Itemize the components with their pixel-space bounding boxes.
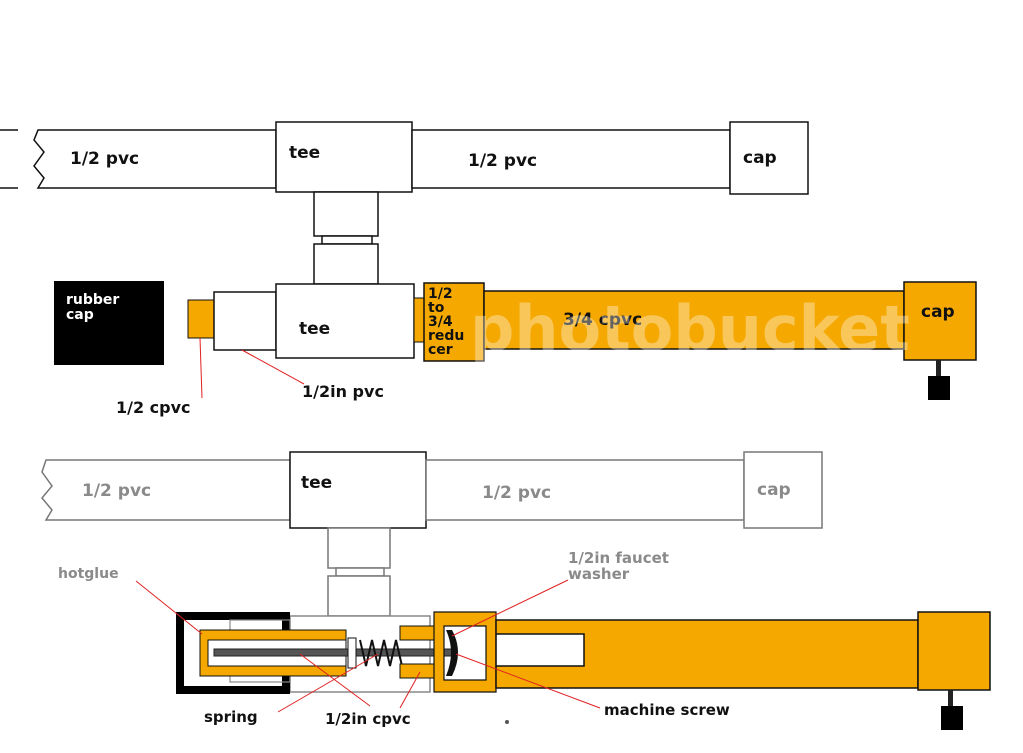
faucet-washer — [446, 630, 458, 676]
spring-seat — [347, 637, 357, 669]
end-cap-lower — [743, 451, 823, 529]
reducer-label: 1/2 to 3/4 redu cer — [428, 286, 469, 358]
tee-branch-lower — [313, 243, 379, 285]
short-cpvc — [413, 297, 425, 343]
screw-head-bottom — [941, 706, 963, 730]
cpvc-end-cap-bottom — [917, 611, 991, 691]
left-pipe-label: 1/2 pvc — [70, 149, 139, 169]
tee-fitting — [275, 121, 413, 193]
cpvc-pipe-label: 3/4 cpvc — [563, 310, 642, 330]
half-in-pvc-callout: 1/2in pvc — [302, 382, 384, 401]
leader-half-cpvc — [199, 337, 203, 399]
half-in-pvc-coupling — [213, 291, 277, 351]
left-pvc-pipe-lower — [41, 459, 291, 521]
rubber-cap-swatch — [54, 281, 164, 365]
rubber-cap-label: rubber cap — [66, 292, 124, 323]
tee-lower-label: tee — [299, 319, 330, 339]
bottom-upper-row: 1/2 pvc tee 1/2 pvc cap — [41, 451, 823, 569]
half-in-cpvc-callout: 1/2in cpvc — [325, 710, 411, 728]
cap-lower-label: cap — [757, 480, 791, 500]
right-pvc-pipe-lower — [425, 459, 745, 521]
short-pipe-connector-bottom — [335, 567, 385, 577]
washer-callout: 1/2in faucet washer — [568, 549, 674, 583]
tee-branch — [313, 191, 379, 237]
stray-dot — [505, 720, 509, 724]
half-in-cpvc-lower — [399, 663, 439, 679]
tee-branch-cutaway — [327, 575, 391, 617]
machine-screw-callout: machine screw — [604, 701, 730, 719]
screw-shank — [936, 360, 941, 376]
cpvc-end-cap — [903, 281, 977, 361]
short-pipe-connector — [321, 235, 373, 245]
reducer-section — [433, 611, 497, 693]
bottom-leaders — [135, 579, 601, 713]
right-pipe-lower-label: 1/2 pvc — [482, 483, 551, 503]
tee-bottom-label: tee — [301, 473, 332, 493]
reducer-fitting — [423, 282, 485, 362]
three-quarter-cpvc-pipe — [483, 290, 905, 350]
tee-branch-bottom — [327, 527, 391, 569]
spring — [359, 639, 403, 667]
left-pipe-lower-label: 1/2 pvc — [82, 481, 151, 501]
leader-half-in-pvc — [241, 349, 305, 385]
valve-rod — [213, 648, 455, 657]
tee-label: tee — [289, 143, 320, 163]
screw-shank-bottom — [948, 690, 953, 706]
cpvc-cap-label: cap — [921, 302, 955, 322]
screw-head — [928, 376, 950, 400]
tee-fitting-lower — [275, 283, 415, 359]
half-cpvc-callout: 1/2 cpvc — [116, 398, 191, 417]
spring-callout: spring — [204, 708, 258, 726]
half-cpvc-stub — [187, 299, 215, 339]
right-pvc-pipe — [411, 129, 731, 189]
end-cap — [729, 121, 809, 195]
bottom-cutaway — [176, 575, 991, 730]
top-lower-row: rubber cap tee 1/2 to 3/4 redu cer 3/4 c… — [54, 243, 977, 417]
watermark: photobucket — [470, 292, 910, 365]
half-in-cpvc-upper — [399, 625, 439, 641]
hotglue-callout: hotglue — [58, 566, 119, 582]
right-pipe-label: 1/2 pvc — [468, 151, 537, 171]
top-upper-row: 1/2 pvc tee 1/2 pvc cap — [0, 121, 809, 237]
three-quarter-cpvc-section — [495, 619, 919, 689]
tee-fitting-bottom — [289, 451, 427, 529]
cap-label: cap — [743, 148, 777, 168]
